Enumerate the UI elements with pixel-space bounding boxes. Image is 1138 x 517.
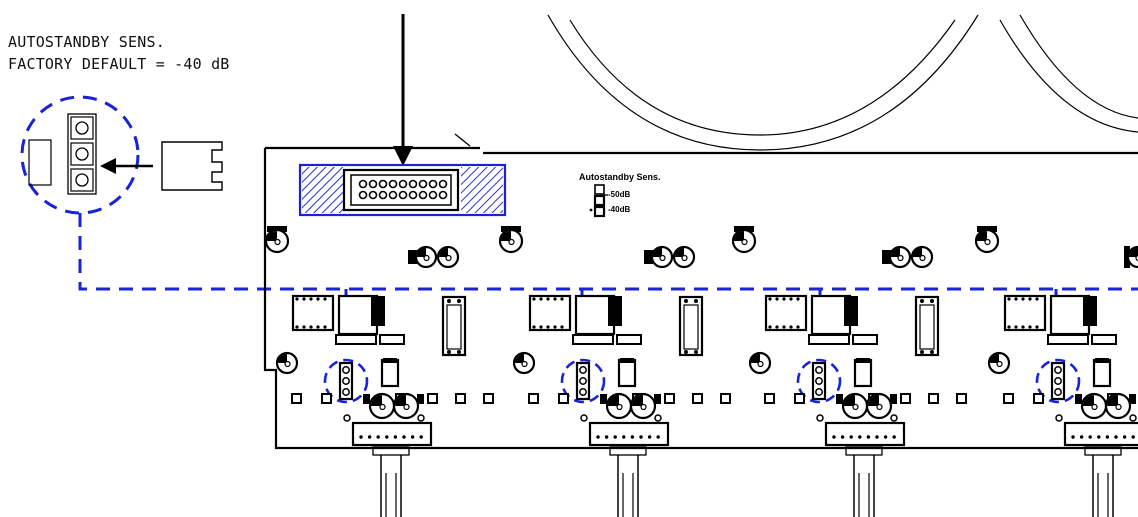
relay [914, 295, 940, 357]
small-transistor [853, 358, 873, 388]
smd-pad [664, 393, 675, 404]
pcb-label-option-low: -40dB [608, 205, 630, 214]
smd-pad [900, 393, 911, 404]
terminal-block [1063, 421, 1138, 447]
smd-pad [692, 393, 703, 404]
jumper-header [1050, 361, 1066, 401]
pcb-outline [263, 146, 1138, 450]
pcb-silkscreen-label: Autostandby Sens. -50dB -40dB [579, 172, 661, 218]
transistor [644, 250, 653, 264]
resistor [808, 334, 850, 345]
smd-pad [321, 393, 332, 404]
relay [678, 295, 704, 357]
jumper-header [338, 361, 354, 401]
resistor [1047, 334, 1089, 345]
resistor [1091, 334, 1117, 345]
small-transistor [617, 358, 637, 388]
pcb-label-option-high: -50dB [608, 190, 630, 199]
resistor [616, 334, 642, 345]
terminal-block [351, 421, 433, 447]
leader-line [78, 213, 1138, 291]
smd-pad [528, 393, 539, 404]
terminal-block [824, 421, 906, 447]
transistor [408, 250, 417, 264]
smd-pad [928, 393, 939, 404]
smd-pad [720, 393, 731, 404]
ic-chip [291, 294, 335, 332]
smd-pad [1033, 393, 1044, 404]
terminal-block [588, 421, 670, 447]
annotation-title: AUTOSTANDBY SENS. [8, 33, 165, 51]
resistor [379, 334, 405, 345]
relay [441, 295, 467, 357]
smd-pad [483, 393, 494, 404]
smd-pad [1003, 393, 1014, 404]
small-transistor [1092, 358, 1112, 388]
jumper-detail-callout [20, 95, 223, 215]
jumper-header [811, 361, 827, 401]
smd-pad [455, 393, 466, 404]
small-transistor [380, 358, 400, 388]
regulator [574, 294, 616, 336]
ic-chip [764, 294, 808, 332]
speaker-arcs [547, 14, 1138, 151]
channel-modules [264, 226, 1138, 517]
smd-pad [291, 393, 302, 404]
smd-pad [764, 393, 775, 404]
jumper-cap-icon [161, 141, 223, 191]
resistor [335, 334, 377, 345]
resistor [852, 334, 878, 345]
jumper-highlight-circle [323, 358, 369, 404]
pcb-label-title: Autostandby Sens. [579, 172, 661, 182]
smd-pad [794, 393, 805, 404]
down-arrow-icon [393, 14, 413, 166]
ic-chip [528, 294, 572, 332]
ribbon-connector [298, 163, 507, 217]
smd-pad [956, 393, 967, 404]
annotation-default: FACTORY DEFAULT = -40 dB [8, 55, 230, 73]
smd-pad [558, 393, 569, 404]
jumper-highlight-circle [1035, 358, 1081, 404]
jumper-header [575, 361, 591, 401]
smd-pad [427, 393, 438, 404]
jumper-highlight-circle [796, 358, 842, 404]
jumper-header-icon [70, 116, 94, 192]
resistor [572, 334, 614, 345]
ic-chip [1003, 294, 1047, 332]
jumper-highlight-circle [560, 358, 606, 404]
transistor [882, 250, 891, 264]
left-arrow-icon [100, 158, 116, 174]
